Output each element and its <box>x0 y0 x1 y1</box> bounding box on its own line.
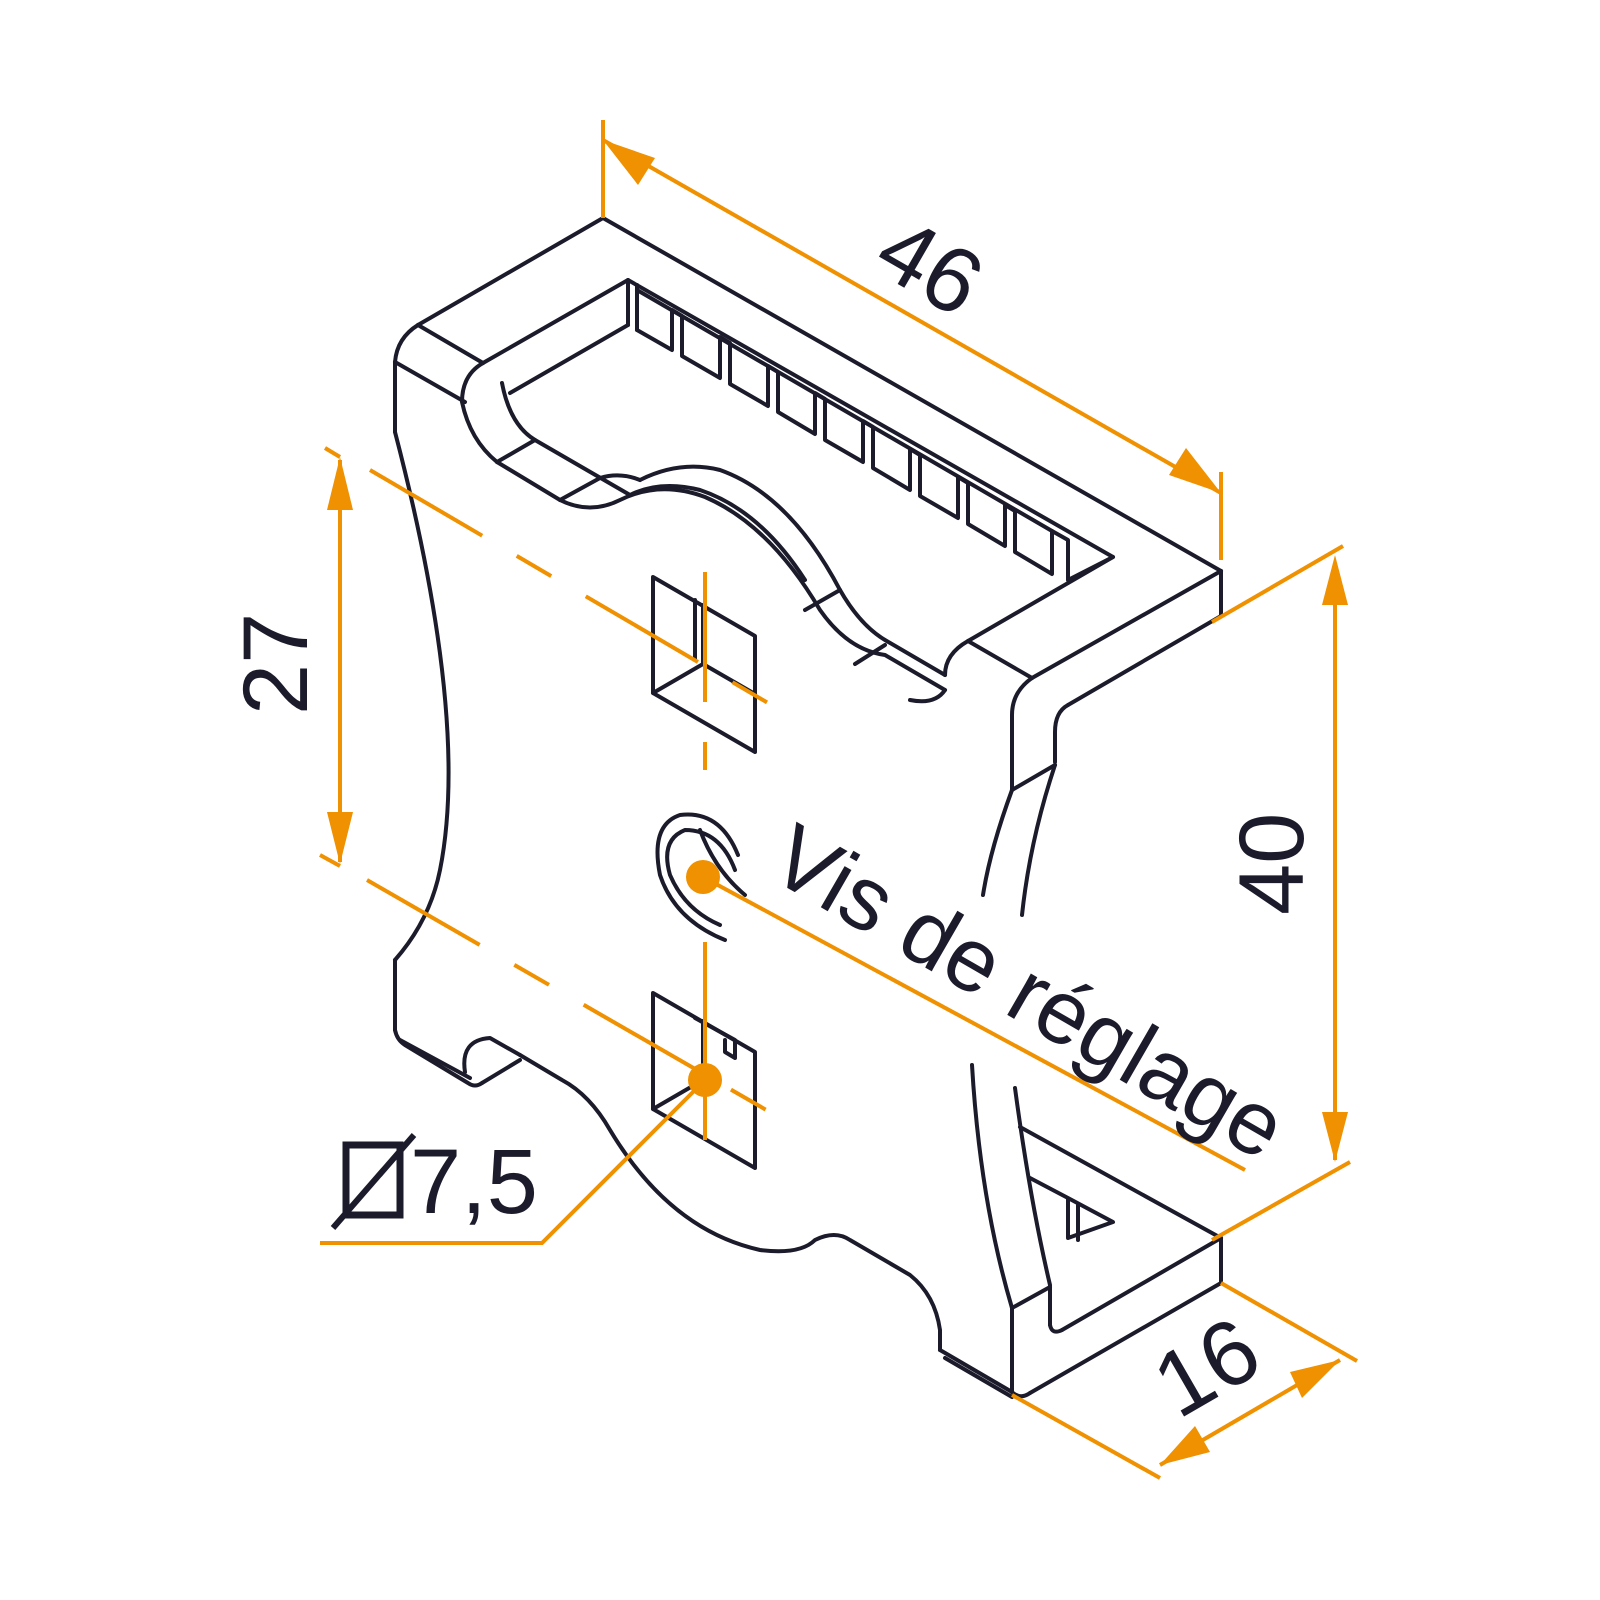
screw-inner <box>665 828 737 927</box>
slot-left-round <box>460 361 499 464</box>
upper-square-hole <box>651 575 757 754</box>
right-step <box>1010 763 1057 792</box>
arrow-27-start <box>327 457 353 510</box>
bottom-step-inner <box>943 1356 1014 1399</box>
right-top-face <box>966 639 1034 680</box>
top-left-corner <box>393 323 420 364</box>
hole-diameter-label: 7,5 <box>330 1131 538 1233</box>
arch-top <box>638 464 842 592</box>
lower-hole-notch <box>693 1016 737 1060</box>
arrowheads <box>327 140 1348 1465</box>
upper-hole-inner-a <box>651 662 705 695</box>
screw-outer <box>655 812 740 942</box>
right-cut-a <box>981 788 1014 897</box>
arrow-46-start <box>603 140 655 185</box>
slot-groove-1 <box>495 438 537 464</box>
slot-lower-wall <box>558 473 642 502</box>
right-slot-end <box>838 588 947 677</box>
screw-slot <box>698 828 747 897</box>
arrow-27-end <box>327 812 353 864</box>
right-front-corner <box>1010 676 1034 792</box>
bottom-step <box>938 1348 1014 1394</box>
dim-27-ext-bottom <box>366 878 776 1117</box>
top-left-inner <box>416 323 485 365</box>
arrow-46-end <box>1169 448 1221 493</box>
top-left-edge <box>416 216 605 327</box>
dimension-27-label: 27 <box>225 613 327 715</box>
right-front-edge <box>1066 614 1223 707</box>
bracket-outline <box>393 216 1223 1399</box>
slot-lower-edge <box>495 460 947 692</box>
right-lower-tooth <box>1028 1176 1115 1240</box>
right-lower-cut-a <box>970 1063 1014 1310</box>
hole-diameter-leader <box>320 1078 707 1245</box>
screw-marker-dot <box>686 860 720 894</box>
right-lower-top <box>1018 1125 1223 1240</box>
hole-marker-dot <box>688 1063 722 1097</box>
right-front-bottom <box>1060 1236 1223 1332</box>
right-slot-cap <box>908 688 947 704</box>
diameter-symbol-box <box>342 1141 404 1219</box>
right-top-bevel <box>1030 569 1223 680</box>
dimension-7-5-label: 7,5 <box>410 1131 538 1233</box>
dim-27-ext-top-lead <box>323 446 342 459</box>
right-cut-b <box>1020 763 1057 917</box>
lower-lug-base <box>480 1058 522 1085</box>
arrow-16-end <box>1290 1360 1340 1398</box>
dim-40-ext-bottom <box>1211 1160 1351 1242</box>
dimension-40-label: 40 <box>1221 813 1323 915</box>
left-foot-inner <box>398 1038 472 1080</box>
arrow-16-start <box>1160 1426 1210 1465</box>
dim-16-ext-back <box>1220 1281 1358 1363</box>
left-top-bevel <box>393 360 467 404</box>
arch-groove-2 <box>853 643 887 666</box>
right-inner-corner <box>1053 703 1070 764</box>
arrow-40-end <box>1322 1112 1348 1162</box>
bottom-edge <box>518 1053 942 1352</box>
slot-floor-left <box>508 323 630 395</box>
dimension-46-label: 46 <box>860 197 1000 337</box>
lower-lug <box>462 1036 522 1074</box>
dim-40-ext-top <box>1210 544 1345 624</box>
dim-27-ext-bottom-lead <box>319 853 341 868</box>
slot-rim <box>481 278 1115 677</box>
dim-27-ext-top <box>368 468 782 712</box>
arrow-40-start <box>1322 555 1348 605</box>
right-lower-step <box>1010 1285 1052 1310</box>
left-concave <box>393 430 451 962</box>
left-foot <box>393 1028 484 1088</box>
top-back-edge <box>601 216 1223 573</box>
teeth-top <box>635 288 1054 533</box>
screw-leader <box>702 875 1246 1172</box>
diameter-symbol-slash <box>330 1133 417 1230</box>
right-bottom-outer <box>1028 1281 1223 1395</box>
slot-floor-curve <box>500 381 807 582</box>
slot-teeth <box>635 308 1115 582</box>
dim-46-line <box>602 138 1222 495</box>
right-lower-cut-b <box>1013 1086 1052 1287</box>
arch-groove <box>803 588 842 612</box>
dimension-lines <box>319 120 1358 1480</box>
dim-16-ext-front <box>1011 1393 1161 1480</box>
